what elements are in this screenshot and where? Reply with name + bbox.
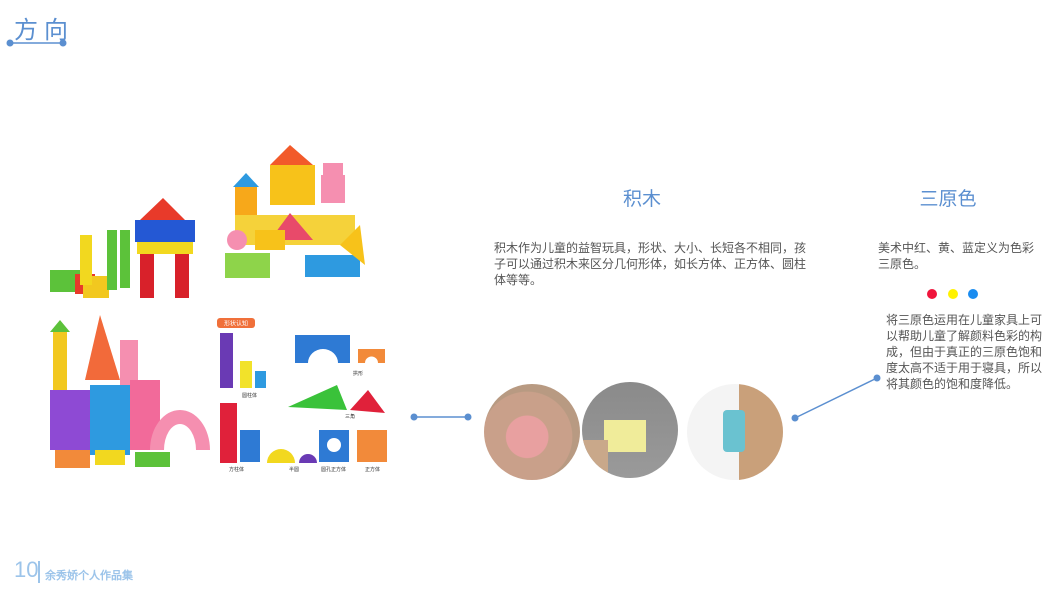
red-dot bbox=[927, 289, 937, 299]
connector-line bbox=[791, 374, 881, 422]
wooden-blocks-photo bbox=[50, 198, 195, 298]
shape-label: 圆孔正方体 bbox=[321, 466, 346, 473]
shape-label: 圆柱体 bbox=[242, 392, 257, 399]
pink-block-closeup bbox=[484, 384, 580, 480]
footer-divider bbox=[38, 561, 40, 583]
shape-card-badge: 形状认知 bbox=[224, 320, 248, 328]
page-number: 10 bbox=[14, 557, 39, 582]
shape-label: 方柱体 bbox=[229, 466, 244, 473]
foam-castle-blocks-photo bbox=[50, 315, 210, 468]
connector-line bbox=[410, 413, 472, 421]
primary-colors-heading: 三原色 bbox=[919, 188, 977, 210]
colorful-castle-blocks-photo bbox=[225, 145, 365, 278]
blue-dot bbox=[968, 289, 978, 299]
primary-colors-application: 将三原色运用在儿童家具上可以帮助儿童了解颜料色彩的构成，但由于真正的三原色饱和度… bbox=[886, 313, 1043, 391]
shape-label: 拱形 bbox=[353, 370, 363, 377]
portfolio-title: 余秀娇个人作品集 bbox=[45, 569, 133, 582]
primary-colors-definition: 美术中红、黄、蓝定义为色彩三原色。 bbox=[878, 241, 1035, 271]
title-underline bbox=[6, 39, 67, 47]
shape-label: 半圆 bbox=[289, 466, 299, 473]
yellow-dot bbox=[948, 289, 958, 299]
blocks-description: 积木作为儿童的益智玩具，形状、大小、长短各不相同，孩子可以通过积木来区分几何形体… bbox=[494, 241, 807, 287]
page-title: 方向 bbox=[14, 16, 74, 44]
yellow-block-closeup bbox=[582, 382, 678, 478]
shape-label: 正方体 bbox=[365, 466, 380, 473]
blocks-heading: 积木 bbox=[622, 188, 661, 210]
shape-label: 三角 bbox=[345, 413, 355, 420]
shape-recognition-card: 形状认知 圆柱体 拱形 三角 方柱体 半圆 圆孔正方体 正方体 bbox=[217, 318, 387, 473]
blue-block-closeup bbox=[687, 384, 783, 480]
